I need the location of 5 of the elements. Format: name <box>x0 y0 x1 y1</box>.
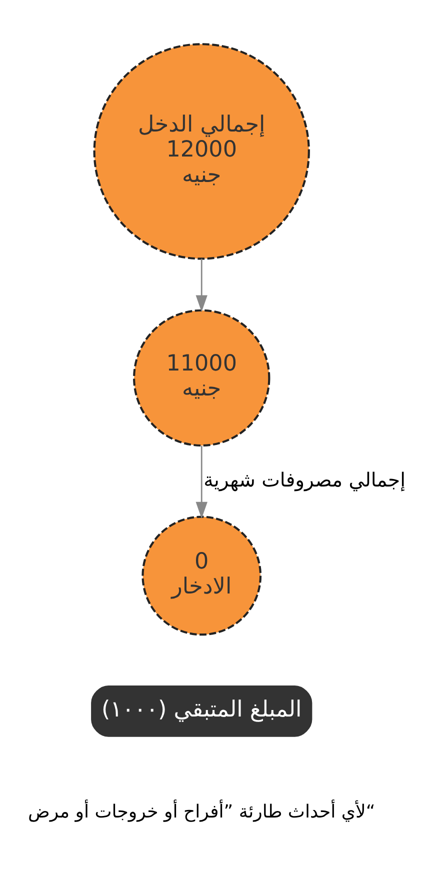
label: لأي أحداث طارئة ”أفراح أو خروجات أو مرض“ <box>28 800 375 822</box>
edge-label: إجمالي مصروفات شهرية <box>203 468 405 491</box>
arrow <box>195 445 207 518</box>
arrow <box>195 258 207 312</box>
node-box: المبلغ المتبقي (١٠٠٠) <box>90 684 312 736</box>
